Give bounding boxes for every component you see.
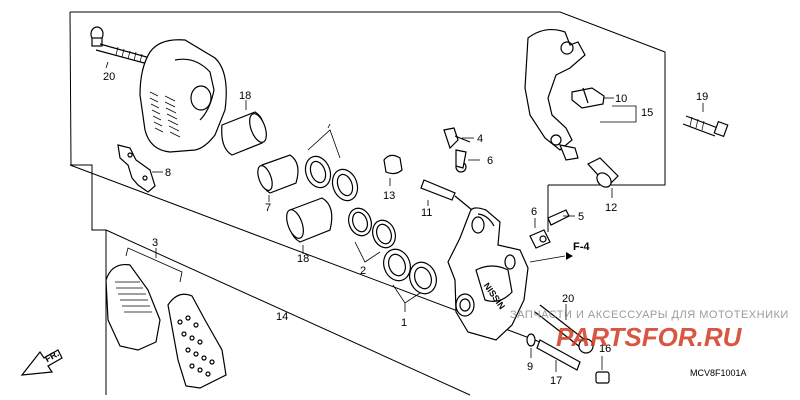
callout-9: 9 [527,361,533,373]
callout-1: 1 [401,317,407,329]
caliper-cover [139,39,227,153]
callout-12: 12 [605,202,617,214]
callout-10: 10 [615,93,627,105]
caliper-body: NISSIN [447,207,529,341]
reference-arrow-f4 [529,252,573,263]
callout-20-top: 20 [103,71,115,83]
watermark-logo: PARTSFOR.RU [556,322,743,352]
callout-11: 11 [421,207,432,219]
callout-labels: 20 8 18 7 18 2 1 13 11 4 6 6 5 10 15 12 … [103,71,708,387]
pin-part-11 [420,179,473,211]
bleeder-screw-part-5 [547,209,575,226]
callout-13: 13 [383,190,395,202]
callout-17: 17 [550,375,562,387]
bolt-part-20-lower [534,304,594,354]
callout-15: 15 [641,107,653,119]
seal-rings-upper [304,123,359,202]
plug-part-16 [595,356,610,384]
caliper-bracket [524,28,586,161]
seal-rings-part-2 [348,207,396,263]
bleeder-valve-part-4 [443,127,474,150]
callout-20-bottom: 20 [562,293,574,305]
callout-2: 2 [360,265,366,277]
callout-3: 3 [152,237,158,249]
brake-pad-front [125,247,227,389]
section-reference-label: F-4 [573,241,590,253]
washer-part-9 [526,333,536,358]
callout-14: 14 [276,311,288,323]
callout-18-top: 18 [239,90,251,102]
callout-8: 8 [165,167,171,179]
pistons-part-1 [383,248,437,312]
callout-5: 5 [578,211,584,223]
callout-18-bottom: 18 [297,253,309,265]
callout-16: 16 [599,343,611,355]
watermark: ЗАПЧАСТИ И АКСЕССУАРЫ ДЛЯ МОТОТЕХНИКИ PA… [510,309,789,352]
front-direction-arrow: FR. [20,348,63,376]
bolt-part-20 [90,26,151,69]
brake-pad-rear [105,263,161,351]
pad-retainer-part-10 [571,87,637,123]
bolt-part-6-upper [455,149,480,173]
callout-19: 19 [696,91,708,103]
callout-7: 7 [265,202,271,214]
frame [69,11,666,396]
callout-4: 4 [477,133,483,145]
watermark-tagline: ЗАПЧАСТИ И АКСЕССУАРЫ ДЛЯ МОТОТЕХНИКИ [510,309,789,321]
sleeve-part-18-lower [286,197,333,254]
bolt-part-19 [682,103,729,138]
sleeve-part-7 [257,154,299,202]
diagram-code: MCV8F1001A [690,368,747,378]
pad-spring-part-8 [117,144,163,193]
callout-6-lower: 6 [531,206,537,218]
slide-pin-part-12 [587,157,619,198]
bolt-part-17 [536,339,581,372]
cap-part-6-lower [529,218,551,249]
bleeder-cap-part-13 [383,154,403,186]
callout-6-upper: 6 [487,155,493,167]
sleeve-part-18-upper [221,100,267,156]
